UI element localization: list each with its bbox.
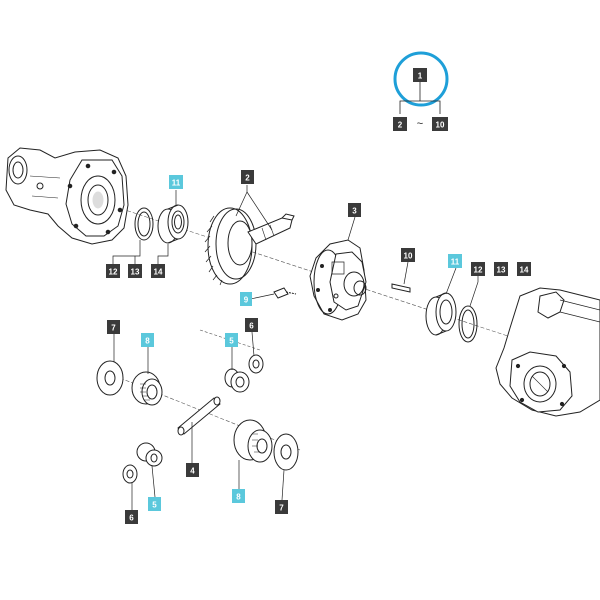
label-box bbox=[148, 497, 161, 511]
part-label-5[interactable]: 5 bbox=[225, 333, 238, 347]
part-label-4[interactable]: 4 bbox=[186, 463, 199, 477]
pinion-gear-lower[interactable] bbox=[137, 443, 162, 466]
label-box bbox=[401, 248, 415, 262]
label-box bbox=[245, 318, 258, 332]
part-label-8[interactable]: 8 bbox=[232, 489, 245, 503]
part-label-14[interactable]: 14 bbox=[151, 264, 165, 278]
label-text: 12 bbox=[474, 266, 483, 275]
bearing-left[interactable] bbox=[158, 205, 188, 243]
label-text: 6 bbox=[249, 322, 254, 331]
label-box bbox=[348, 203, 361, 217]
label-text: 12 bbox=[109, 268, 118, 277]
leader-lines bbox=[112, 185, 479, 510]
label-range-to[interactable]: 10 bbox=[432, 117, 448, 131]
range-separator: ~ bbox=[417, 118, 423, 130]
label-box bbox=[225, 333, 238, 347]
label-box bbox=[125, 510, 138, 524]
part-label-3[interactable]: 3 bbox=[348, 203, 361, 217]
spacer-washer-upper[interactable] bbox=[249, 355, 263, 373]
part-label-12[interactable]: 12 bbox=[106, 264, 120, 278]
label-text: 5 bbox=[152, 501, 157, 510]
label-assembly-1[interactable]: 1 bbox=[413, 68, 427, 82]
label-text: 11 bbox=[451, 258, 460, 267]
label-text: 14 bbox=[154, 268, 163, 277]
pinion-shaft[interactable] bbox=[178, 397, 220, 435]
o-ring-left[interactable] bbox=[135, 208, 153, 240]
part-label-6[interactable]: 6 bbox=[245, 318, 258, 332]
label-text: 3 bbox=[352, 207, 357, 216]
lock-pin[interactable] bbox=[392, 284, 410, 292]
part-label-8[interactable]: 8 bbox=[141, 333, 154, 347]
side-gear-upper[interactable] bbox=[132, 372, 162, 405]
pinion-gear-upper[interactable] bbox=[225, 369, 249, 392]
label-box bbox=[107, 320, 120, 334]
part-label-7[interactable]: 7 bbox=[275, 500, 288, 514]
part-label-11[interactable]: 11 bbox=[169, 175, 183, 189]
crown-wheel-and-pinion[interactable] bbox=[205, 208, 294, 285]
differential-case[interactable] bbox=[310, 240, 366, 320]
label-text: 1 bbox=[418, 72, 423, 81]
label-text: 8 bbox=[145, 337, 150, 346]
highlight-ring bbox=[393, 51, 449, 107]
spacer-washer-lower[interactable] bbox=[123, 465, 137, 483]
part-label-2[interactable]: 2 bbox=[241, 170, 254, 184]
part-label-6[interactable]: 6 bbox=[125, 510, 138, 524]
label-box bbox=[169, 175, 183, 189]
bolt[interactable] bbox=[274, 288, 296, 298]
label-box bbox=[241, 170, 254, 184]
label-text: 13 bbox=[497, 266, 506, 275]
side-gear-lower[interactable] bbox=[234, 420, 272, 462]
label-box bbox=[106, 264, 120, 278]
bearing-right[interactable] bbox=[426, 293, 456, 335]
label-text: 10 bbox=[404, 252, 413, 261]
label-box bbox=[151, 264, 165, 278]
label-text: 11 bbox=[172, 179, 181, 188]
part-label-7[interactable]: 7 bbox=[107, 320, 120, 334]
part-label-5[interactable]: 5 bbox=[148, 497, 161, 511]
label-text: 5 bbox=[229, 337, 234, 346]
label-range-from[interactable]: 2 bbox=[393, 117, 407, 131]
label-text: 14 bbox=[520, 266, 529, 275]
label-box bbox=[494, 262, 508, 276]
part-label-13[interactable]: 13 bbox=[494, 262, 508, 276]
part-label-9[interactable]: 9 bbox=[240, 292, 252, 306]
thrust-washer-lower[interactable] bbox=[274, 434, 298, 470]
label-box bbox=[471, 262, 485, 276]
label-box bbox=[186, 463, 199, 477]
label-text: 2 bbox=[398, 121, 403, 130]
part-label-14[interactable]: 14 bbox=[517, 262, 531, 276]
label-text: 13 bbox=[131, 268, 140, 277]
label-box bbox=[275, 500, 288, 514]
label-text: 6 bbox=[129, 514, 134, 523]
label-text: 7 bbox=[111, 324, 116, 333]
label-text: 8 bbox=[236, 493, 241, 502]
right-axle-housing[interactable] bbox=[496, 288, 600, 416]
label-box bbox=[448, 254, 462, 268]
part-label-10[interactable]: 10 bbox=[401, 248, 415, 262]
label-box bbox=[517, 262, 531, 276]
label-text: 4 bbox=[190, 467, 195, 476]
label-text: 10 bbox=[436, 121, 445, 130]
o-ring-right[interactable] bbox=[459, 306, 477, 342]
label-box bbox=[141, 333, 154, 347]
part-label-12[interactable]: 12 bbox=[471, 262, 485, 276]
part-labels: 11 12 13 14 2 3 10 11 12 13 14 9 7 8 5 6 4 8 7 6 5 bbox=[106, 170, 531, 524]
label-text: 7 bbox=[279, 504, 284, 513]
thrust-washer-upper[interactable] bbox=[97, 361, 123, 395]
label-text: 2 bbox=[245, 174, 250, 183]
part-label-11[interactable]: 11 bbox=[448, 254, 462, 268]
label-text: 9 bbox=[244, 296, 249, 305]
label-box bbox=[240, 292, 252, 306]
label-box bbox=[232, 489, 245, 503]
assembly-header: 1 2 ~ 10 bbox=[393, 51, 449, 131]
label-box bbox=[128, 264, 142, 278]
part-label-13[interactable]: 13 bbox=[128, 264, 142, 278]
left-axle-housing[interactable] bbox=[6, 148, 128, 244]
